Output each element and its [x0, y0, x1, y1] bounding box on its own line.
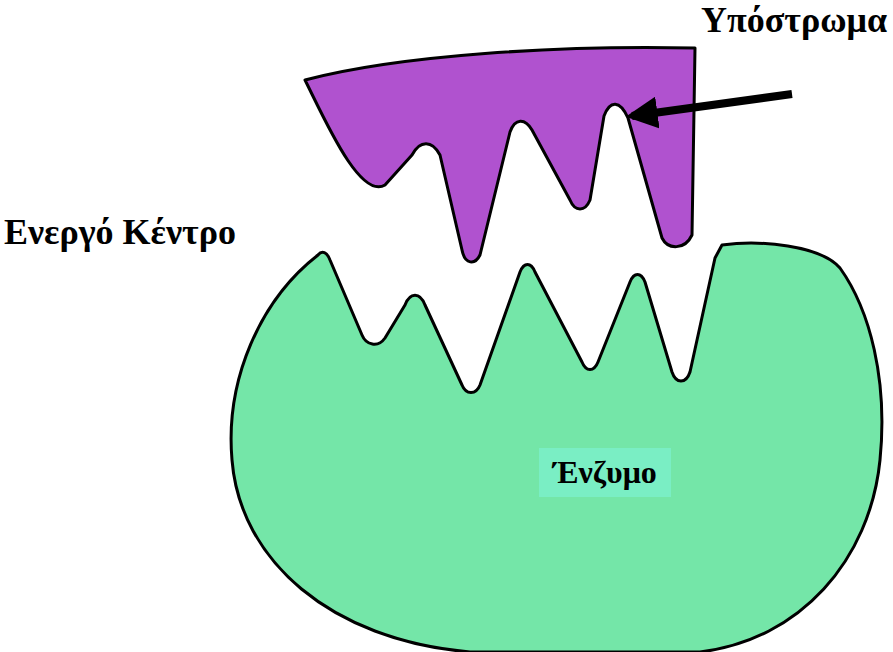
callout-label: Ενεργό Κέντρο — [4, 212, 236, 253]
enzyme-outline — [220, 240, 893, 652]
enzyme-shape: Ένζυμο — [220, 240, 893, 652]
callout-label: Υπόστρωμα — [701, 0, 887, 41]
enzyme-body — [231, 243, 882, 652]
leader-arrow — [632, 94, 792, 116]
node-label: Ένζυμο — [539, 448, 671, 497]
substrate-shape — [305, 47, 695, 261]
